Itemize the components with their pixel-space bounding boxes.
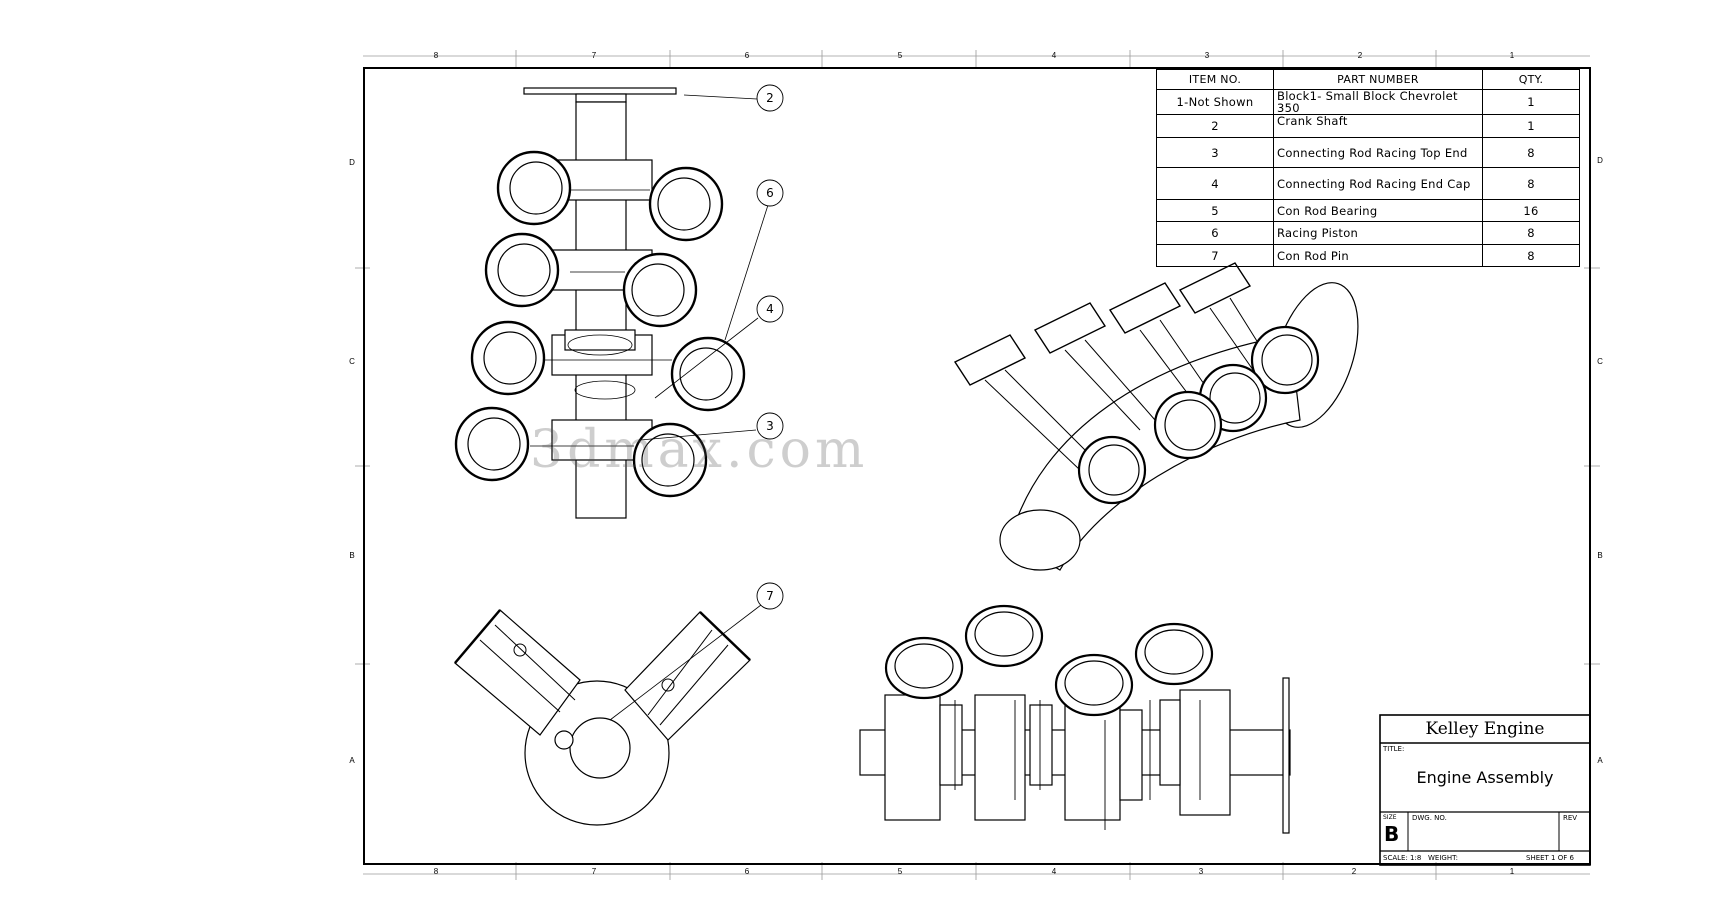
- bom-header-row: ITEM NO. PART NUMBER QTY.: [1156, 69, 1580, 90]
- view-side: [859, 604, 1291, 834]
- zone-row-label: C: [349, 357, 355, 366]
- bom-part: Connecting Rod Racing Top End: [1273, 137, 1483, 168]
- callout-leaders: [609, 94, 769, 721]
- table-row: 2 Crank Shaft 1: [1156, 114, 1580, 138]
- zone-row-label: C: [1597, 357, 1603, 366]
- sheet-size: B: [1384, 822, 1400, 846]
- weight-label: WEIGHT:: [1428, 854, 1458, 862]
- bom-header-qty: QTY.: [1482, 69, 1580, 90]
- bom-item: 4: [1156, 167, 1274, 200]
- zone-column-label: 2: [1357, 51, 1363, 60]
- bom-item: 2: [1156, 114, 1274, 138]
- view-end: [454, 609, 751, 826]
- bom-qty: 1: [1482, 89, 1580, 115]
- zone-column-label: 8: [433, 51, 439, 60]
- table-row: 3 Connecting Rod Racing Top End 8: [1156, 137, 1580, 168]
- scale-text: SCALE: 1:8: [1383, 854, 1422, 862]
- sheet-number: SHEET 1 OF 6: [1526, 854, 1574, 862]
- bill-of-materials: ITEM NO. PART NUMBER QTY. 1-Not Shown Bl…: [1156, 69, 1580, 267]
- dwg-no-label: DWG. NO.: [1412, 814, 1447, 822]
- bom-part: Crank Shaft: [1273, 114, 1483, 138]
- bom-item: 7: [1156, 244, 1274, 267]
- bom-part: Connecting Rod Racing End Cap: [1273, 167, 1483, 200]
- table-row: 5 Con Rod Bearing 16: [1156, 199, 1580, 222]
- callout-balloon-3: 3: [756, 412, 784, 440]
- zone-column-label: 3: [1204, 51, 1210, 60]
- zone-row-label: D: [349, 158, 355, 167]
- sheet-border: [363, 67, 1591, 865]
- zone-row-label: A: [349, 756, 355, 765]
- bom-part: Con Rod Bearing: [1273, 199, 1483, 222]
- bom-item: 3: [1156, 137, 1274, 168]
- zone-row-label: A: [1597, 756, 1603, 765]
- zone-column-label: 1: [1509, 51, 1515, 60]
- company-name: Kelley Engine: [1425, 719, 1545, 739]
- svg-text:6: 6: [766, 186, 774, 200]
- zone-column-label: 3: [1198, 867, 1204, 876]
- bom-part: Racing Piston: [1273, 221, 1483, 245]
- zone-column-label: 5: [897, 867, 903, 876]
- zone-column-label: 5: [897, 51, 903, 60]
- bom-qty: 8: [1482, 244, 1580, 267]
- svg-text:4: 4: [766, 302, 774, 316]
- bom-qty: 8: [1482, 167, 1580, 200]
- zone-column-label: 4: [1051, 867, 1057, 876]
- bom-header-item: ITEM NO.: [1156, 69, 1274, 90]
- zone-row-label: B: [349, 551, 355, 560]
- bom-item: 5: [1156, 199, 1274, 222]
- zone-column-label: 7: [591, 51, 597, 60]
- callout-balloon-4: 4: [756, 295, 784, 323]
- zone-row-label: B: [1597, 551, 1603, 560]
- table-row: 4 Connecting Rod Racing End Cap 8: [1156, 167, 1580, 200]
- watermark: 3dmax.com: [530, 420, 869, 480]
- svg-text:3: 3: [766, 419, 774, 433]
- title-block-frame: [1379, 714, 1591, 866]
- size-label: SIZE: [1383, 814, 1397, 821]
- zone-column-label: 1: [1509, 867, 1515, 876]
- zone-column-label: 7: [591, 867, 597, 876]
- title-label: TITLE:: [1383, 745, 1405, 753]
- callout-balloon-6: 6: [756, 179, 784, 207]
- bom-qty: 8: [1482, 137, 1580, 168]
- zone-column-label: 6: [744, 51, 750, 60]
- callout-balloon-7: 7: [756, 582, 784, 610]
- bom-qty: 1: [1482, 114, 1580, 138]
- view-isometric: [953, 262, 1359, 571]
- svg-text:7: 7: [766, 589, 774, 603]
- zone-row-label: D: [1597, 156, 1603, 165]
- bom-part: Block1- Small Block Chevrolet 350: [1273, 89, 1483, 115]
- zone-column-label: 6: [744, 867, 750, 876]
- bom-item: 1-Not Shown: [1156, 89, 1274, 115]
- bom-qty: 8: [1482, 221, 1580, 245]
- bom-part: Con Rod Pin: [1273, 244, 1483, 267]
- bom-item: 6: [1156, 221, 1274, 245]
- view-front-vertical: [454, 87, 746, 519]
- table-row: 6 Racing Piston 8: [1156, 221, 1580, 245]
- bom-qty: 16: [1482, 199, 1580, 222]
- callout-balloon-2: 2: [756, 84, 784, 112]
- table-row: 7 Con Rod Pin 8: [1156, 244, 1580, 267]
- svg-text:2: 2: [766, 91, 774, 105]
- bom-header-part: PART NUMBER: [1273, 69, 1483, 90]
- rev-label: REV: [1563, 814, 1578, 822]
- zone-column-label: 8: [433, 867, 439, 876]
- zone-column-label: 2: [1351, 867, 1357, 876]
- drawing-title: Engine Assembly: [1416, 768, 1554, 787]
- zone-column-label: 4: [1051, 51, 1057, 60]
- table-row: 1-Not Shown Block1- Small Block Chevrole…: [1156, 89, 1580, 115]
